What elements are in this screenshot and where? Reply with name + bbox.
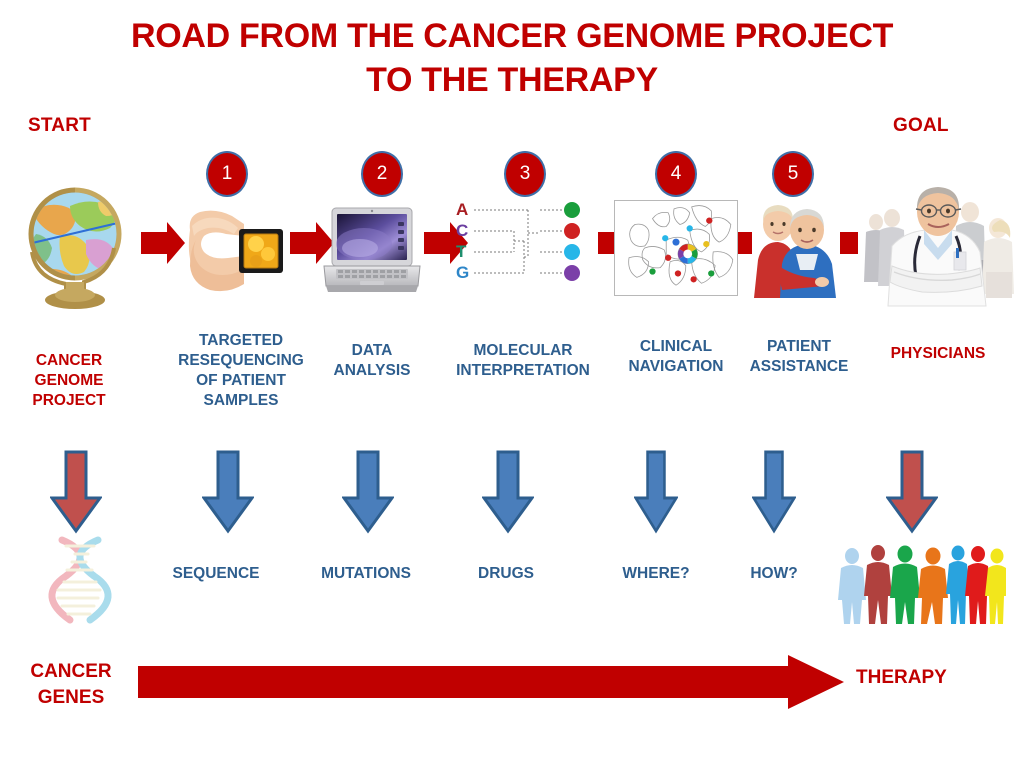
step-badge-1[interactable]: 1 — [206, 151, 248, 197]
caption-line: SAMPLES — [203, 392, 279, 409]
stage-caption-cancer-genome-project: CANCER GENOME PROJECT — [4, 351, 134, 411]
silhouette-yellow — [985, 548, 1008, 624]
caption-line: INTERPRETATION — [456, 362, 590, 379]
down-arrow-how — [752, 450, 796, 534]
caption-line: CLINICAL — [639, 338, 713, 355]
page-title: ROAD FROM THE CANCER GENOME PROJECT TO T… — [0, 14, 1024, 102]
stage-caption-targeted-resequencing: TARGETED RESEQUENCING OF PATIENT SAMPLES — [152, 331, 330, 411]
page-title-line-2: TO THE THERAPY — [366, 61, 658, 99]
flow-arrow-right-1 — [141, 222, 185, 264]
sublabel-sequence: SEQUENCE — [172, 565, 260, 582]
silhouette-red — [965, 546, 991, 624]
page-title-line-1: ROAD FROM THE CANCER GENOME PROJECT — [130, 17, 894, 55]
caption-line: PROJECT — [32, 392, 106, 409]
europe-map-image — [614, 200, 738, 296]
sublabel-how: HOW? — [750, 565, 798, 582]
down-arrow-physicians — [886, 450, 938, 534]
actg-letter-g: G — [456, 263, 469, 282]
cancer-genes-line: GENES — [37, 687, 105, 708]
actg-letter-t: T — [456, 242, 467, 261]
caption-line: ANALYSIS — [333, 362, 411, 379]
cancer-genes-line: CANCER — [30, 661, 112, 682]
elderly-couple-image — [752, 198, 840, 298]
sublabel-where: WHERE? — [622, 565, 690, 582]
flow-arrow-right-2 — [290, 222, 334, 264]
globe-image — [14, 182, 136, 310]
silhouette-green — [890, 545, 920, 624]
start-label: START — [28, 115, 91, 136]
step-badge-4[interactable]: 4 — [655, 151, 697, 197]
step-badge-3[interactable]: 3 — [504, 151, 546, 197]
dna-helix-image — [36, 534, 124, 626]
down-arrow-cancer-genome-project — [50, 450, 102, 534]
cancer-genes-label: CANCER GENES — [10, 659, 132, 711]
sublabel-drugs: DRUGS — [478, 565, 534, 582]
stage-caption-molecular-interpretation: MOLECULAR INTERPRETATION — [434, 341, 612, 381]
laptop-image — [320, 204, 424, 296]
stage-caption-patient-assistance: PATIENT ASSISTANCE — [738, 337, 860, 377]
caption-line: GENOME — [34, 372, 104, 389]
therapy-label: THERAPY — [856, 667, 947, 688]
caption-line: DATA — [351, 342, 393, 359]
caption-line: PHYSICIANS — [890, 345, 986, 362]
stage-caption-data-analysis: DATA ANALYSIS — [320, 341, 424, 381]
actg-letter-c: C — [456, 221, 468, 240]
caption-line: PATIENT — [766, 338, 831, 355]
caption-line: RESEQUENCING — [178, 352, 304, 369]
cluster-dot-purple — [564, 265, 580, 281]
step-badge-5[interactable]: 5 — [772, 151, 814, 197]
caption-line: OF PATIENT — [196, 372, 286, 389]
caption-line: ASSISTANCE — [749, 358, 849, 375]
people-silhouettes-image — [836, 544, 1008, 626]
down-arrow-mutations — [342, 450, 394, 534]
stage-caption-clinical-navigation: CLINICAL NAVIGATION — [614, 337, 738, 377]
cluster-dot-green — [564, 202, 580, 218]
flow-arrow-right-3 — [424, 222, 468, 264]
cluster-dot-cyan — [564, 244, 580, 260]
caption-line: MOLECULAR — [473, 342, 573, 359]
silhouette-orange — [918, 547, 948, 624]
goal-label: GOAL — [893, 115, 949, 136]
actg-letter-a: A — [456, 200, 468, 219]
caption-line: CANCER — [35, 352, 103, 369]
sublabel-mutations: MUTATIONS — [321, 565, 411, 582]
down-arrow-where — [634, 450, 678, 534]
silhouette-cyan — [946, 545, 970, 624]
hand-holding-chip-image — [182, 196, 288, 308]
stage-caption-physicians: PHYSICIANS — [862, 344, 1014, 364]
cluster-dot-red — [564, 223, 580, 239]
silhouette-light-blue — [838, 548, 866, 624]
down-arrow-sequence — [202, 450, 254, 534]
actg-clustering-diagram: A C T G — [452, 198, 598, 298]
therapy-flow-arrow — [138, 655, 844, 709]
physicians-image — [858, 182, 1018, 308]
silhouette-dark-red — [864, 545, 892, 624]
down-arrow-drugs — [482, 450, 534, 534]
step-badge-2[interactable]: 2 — [361, 151, 403, 197]
caption-line: NAVIGATION — [628, 358, 724, 375]
caption-line: TARGETED — [198, 332, 284, 349]
